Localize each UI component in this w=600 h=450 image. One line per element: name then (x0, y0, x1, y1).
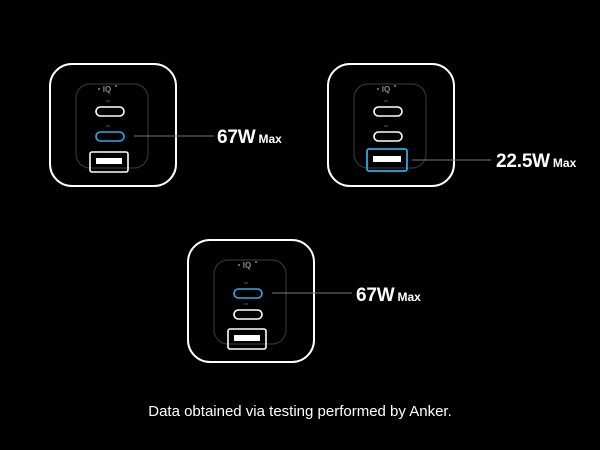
usb-a-port-icon (89, 151, 129, 173)
max-label: Max (397, 290, 421, 304)
usb-c-port-icon (95, 131, 125, 142)
wattage-label: 67W (217, 127, 256, 148)
charger-icon: IQ (327, 63, 491, 187)
charger-1: IQ (48, 60, 214, 188)
charger-icon: IQ (187, 239, 352, 363)
iq-logo-icon: IQ (377, 85, 396, 94)
usb-c-port-icon (233, 288, 263, 299)
svg-text:IQ: IQ (243, 261, 251, 270)
charger-icon: IQ (49, 63, 214, 187)
svg-text:IQ: IQ (382, 85, 390, 94)
charger-3: IQ (186, 236, 352, 364)
iq-logo-icon: IQ (98, 85, 117, 94)
usb-c-port-icon (373, 131, 403, 142)
iq-logo-icon: IQ (238, 261, 257, 270)
disclaimer-text: Data obtained via testing performed by A… (148, 403, 452, 420)
usb-c-port-icon (95, 106, 125, 117)
usb-a-port-icon (366, 148, 408, 172)
wattage-label: 67W (356, 285, 395, 306)
svg-text:IQ: IQ (103, 85, 111, 94)
wattage-label: 22.5W (496, 151, 550, 172)
max-label: Max (552, 156, 577, 170)
usb-c-port-icon (233, 309, 263, 320)
usb-c-port-icon (373, 106, 403, 117)
charger-2: IQ (326, 60, 491, 188)
usb-a-port-icon (227, 328, 267, 350)
max-label: Max (258, 132, 282, 146)
